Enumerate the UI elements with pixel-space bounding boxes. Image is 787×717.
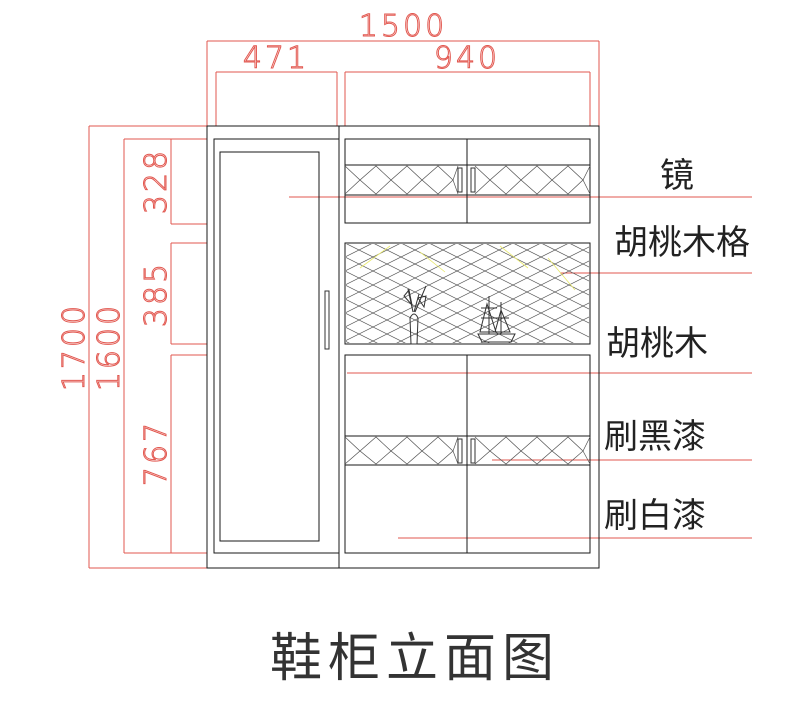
dim-right-width: 940 <box>434 41 500 76</box>
walnut-lattice-shelf <box>344 242 591 345</box>
lattice-line <box>514 244 589 282</box>
zigzag-band-top <box>344 165 591 195</box>
vase-ornament <box>403 285 427 345</box>
label-white-paint: 刷白漆 <box>604 496 706 536</box>
lattice-line <box>508 302 589 343</box>
lattice-highlight <box>547 257 576 291</box>
label-walnut-lattice: 胡桃木格 <box>614 223 750 263</box>
lattice-highlight <box>499 245 529 269</box>
lattice-line <box>458 244 589 310</box>
dim-height-outer: 1700 <box>57 303 92 391</box>
lattice-line <box>396 246 589 343</box>
cabinet <box>206 125 600 569</box>
lattice-line <box>430 244 589 324</box>
label-walnut: 胡桃木 <box>606 324 708 364</box>
ship-ornament <box>477 296 516 343</box>
dim-left-width: 471 <box>243 41 309 76</box>
tall-door-handle <box>324 290 330 350</box>
lattice-line <box>368 244 568 343</box>
dim-total-width: 1500 <box>359 9 447 44</box>
lattice-highlight <box>359 245 391 269</box>
lattice-line <box>346 299 434 343</box>
label-mirror: 镜 <box>660 156 694 196</box>
lattice-line <box>346 341 350 343</box>
lattice-line <box>346 244 540 341</box>
lattice-line <box>346 244 546 343</box>
dim-seg-mid: 385 <box>139 261 174 327</box>
dimension-lines <box>88 40 752 569</box>
lattice-line <box>346 313 406 343</box>
lattice-line <box>452 274 589 343</box>
lattice-line <box>346 244 484 313</box>
dim-height-inner: 1600 <box>92 303 127 391</box>
lattice-line <box>536 316 589 343</box>
lattice-line <box>374 244 574 343</box>
lattice-line <box>486 244 589 296</box>
drawing-title: 鞋柜立面图 <box>270 629 560 689</box>
lattice-line <box>346 244 512 327</box>
lattice-pattern <box>346 244 589 343</box>
lattice-line <box>424 260 589 343</box>
lattice-line <box>402 244 589 338</box>
dim-seg-bottom: 767 <box>139 420 174 486</box>
zigzag-band-bottom <box>344 436 591 465</box>
lattice-line <box>346 285 462 343</box>
lattice-line <box>346 244 428 285</box>
label-black-paint: 刷黑漆 <box>604 417 706 457</box>
lattice-line <box>346 244 400 271</box>
lattice-line <box>346 244 372 257</box>
lattice-line <box>346 244 456 299</box>
lattice-highlight <box>419 251 446 273</box>
dim-seg-top: 328 <box>139 148 174 214</box>
lattice-line <box>542 244 589 268</box>
lattice-line <box>480 288 589 343</box>
